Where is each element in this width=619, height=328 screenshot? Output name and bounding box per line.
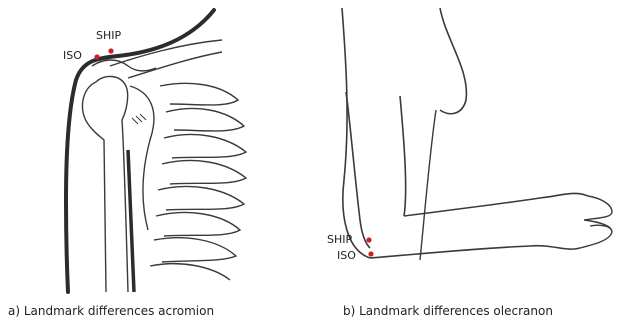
upper-arm-back <box>346 92 370 248</box>
shoulder-outline <box>66 10 214 292</box>
landmark-label-iso-a: ISO <box>63 50 82 61</box>
scapula <box>130 86 154 230</box>
torso-side <box>420 110 436 260</box>
caption-b: b) Landmark differences olecranon <box>343 304 553 318</box>
landmark-label-ship-a: SHIP <box>96 30 121 41</box>
humerus-top <box>96 76 128 120</box>
marker-ship-b <box>366 237 371 242</box>
humerus-head <box>82 82 106 292</box>
forearm-bottom <box>370 246 580 258</box>
marker-iso-b <box>368 251 373 256</box>
marker-ship-a <box>108 48 113 53</box>
landmark-label-ship-b: SHIP <box>327 234 352 245</box>
caption-a: a) Landmark differences acromion <box>8 304 214 318</box>
forearm-top <box>404 193 588 216</box>
chest <box>440 8 466 114</box>
rib-cage <box>150 83 246 280</box>
torso-back <box>342 8 370 258</box>
upper-arm-front <box>400 96 406 216</box>
inner-arm-contour <box>128 150 134 292</box>
landmark-label-iso-b: ISO <box>337 250 356 261</box>
hatch-marks <box>132 114 146 124</box>
marker-iso-a <box>94 54 99 59</box>
humerus-shaft-inner <box>122 120 128 292</box>
hand <box>580 196 612 248</box>
